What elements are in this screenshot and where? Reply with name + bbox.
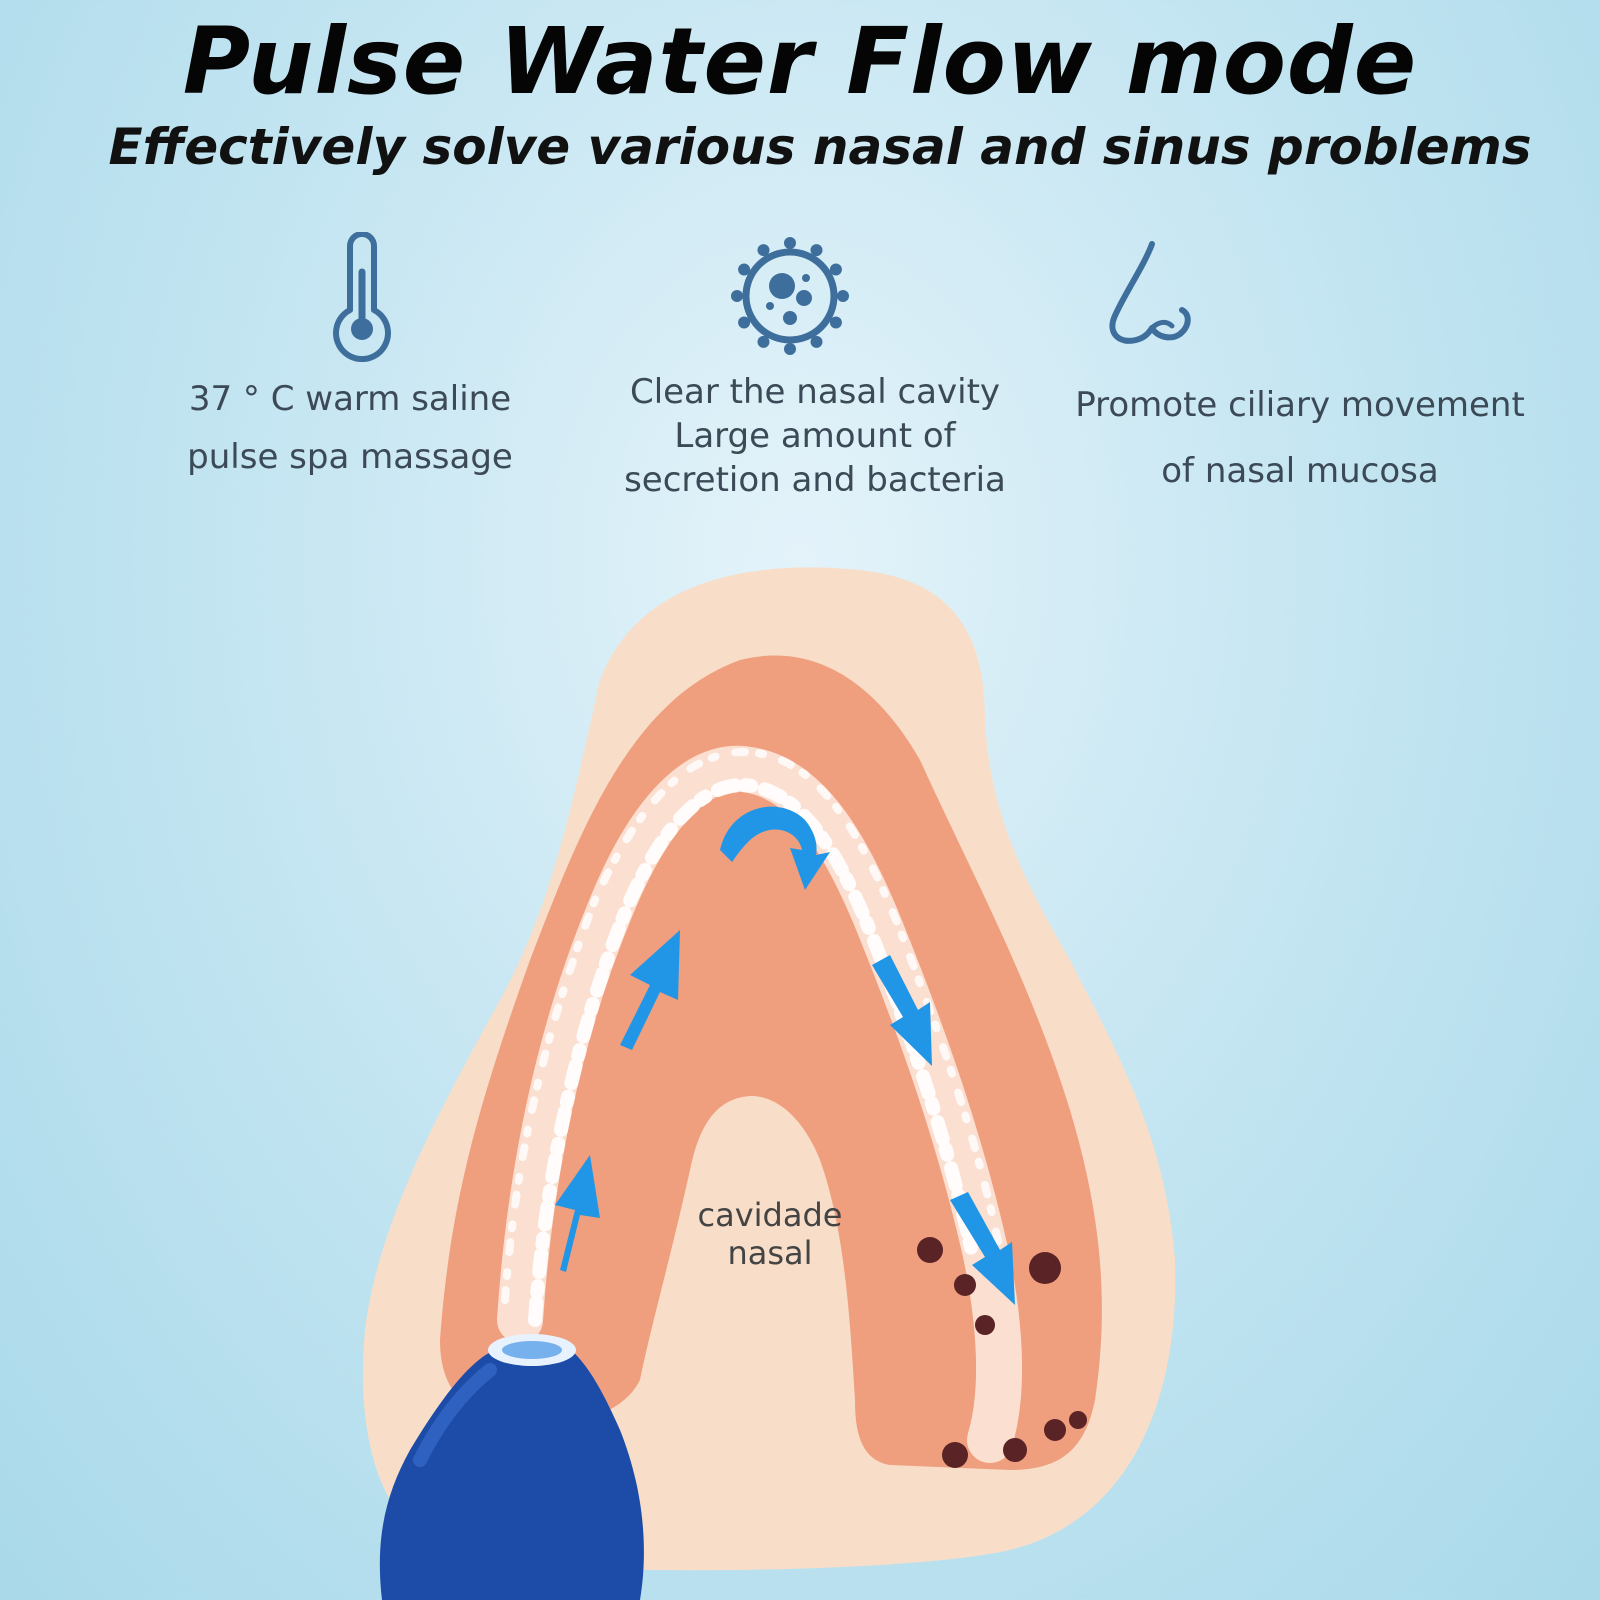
debris	[917, 1237, 1087, 1468]
feature-ciliary-line-1: Promote ciliary movement	[1075, 385, 1525, 425]
nozzle-tip	[379, 1338, 644, 1600]
feature-clear-cavity: Clear the nasal cavity Large amount of s…	[600, 370, 1030, 502]
flow-arrows	[555, 806, 1015, 1305]
feature-clear-cavity-line-2: Large amount of	[674, 416, 956, 456]
feature-ciliary: Promote ciliary movement of nasal mucosa	[1050, 372, 1550, 504]
arrow-down-lower	[950, 1192, 1015, 1305]
cavity-label-line-1: cavidade	[697, 1196, 843, 1234]
thermometer-icon	[333, 232, 391, 362]
page-title: Pulse Water Flow mode	[182, 8, 1418, 115]
arrow-curve-top	[720, 806, 830, 890]
arrow-up-upper	[620, 930, 680, 1050]
feature-ciliary-line-2: of nasal mucosa	[1161, 451, 1439, 491]
arrow-up-lower	[555, 1155, 600, 1272]
feature-clear-cavity-line-1: Clear the nasal cavity	[629, 372, 1001, 412]
feature-clear-cavity-line-3: secretion and bacteria	[624, 460, 1006, 500]
cavity-label: cavidade nasal	[670, 1196, 870, 1272]
feature-warm-saline-line-1: 37 ° C warm saline	[188, 379, 512, 419]
cavity-label-line-2: nasal	[727, 1234, 813, 1272]
bacteria-icon	[731, 237, 849, 355]
nose-icon	[1109, 241, 1191, 344]
cavity-tissue	[440, 655, 1102, 1470]
feature-warm-saline: 37 ° C warm saline pulse spa massage	[160, 370, 540, 486]
feature-warm-saline-line-2: pulse spa massage	[187, 437, 513, 477]
arrow-down-mid	[872, 955, 932, 1066]
page-subtitle: Effectively solve various nasal and sinu…	[108, 118, 1532, 176]
